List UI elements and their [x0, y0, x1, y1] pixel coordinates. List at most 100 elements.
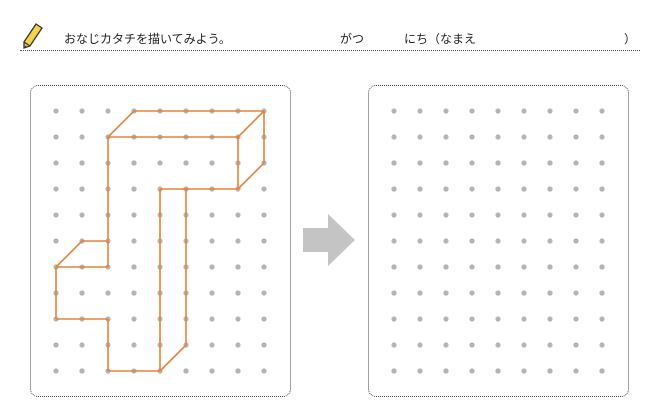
drawing-grid-dot[interactable] [573, 134, 579, 140]
drawing-grid-dot[interactable] [391, 108, 397, 114]
drawing-grid-dot[interactable] [547, 238, 553, 244]
drawing-grid-dot[interactable] [547, 212, 553, 218]
drawing-grid-dot[interactable] [599, 264, 605, 270]
drawing-grid-dot[interactable] [495, 238, 501, 244]
drawing-grid-dot[interactable] [547, 108, 553, 114]
drawing-grid-dot[interactable] [469, 264, 475, 270]
drawing-grid-dot[interactable] [547, 316, 553, 322]
drawing-grid-dot[interactable] [599, 212, 605, 218]
drawing-grid-dot[interactable] [521, 238, 527, 244]
drawing-grid-dot[interactable] [521, 160, 527, 166]
drawing-grid-panel[interactable] [368, 85, 629, 397]
drawing-grid-dot[interactable] [469, 316, 475, 322]
drawing-grid-dot[interactable] [417, 134, 423, 140]
drawing-grid-dot[interactable] [417, 186, 423, 192]
drawing-grid-dot[interactable] [391, 186, 397, 192]
drawing-grid-dot[interactable] [547, 290, 553, 296]
drawing-grid-dot[interactable] [469, 108, 475, 114]
drawing-grid-dot[interactable] [521, 316, 527, 322]
drawing-grid-dot[interactable] [391, 134, 397, 140]
drawing-grid-dot[interactable] [417, 316, 423, 322]
drawing-grid-dot[interactable] [417, 238, 423, 244]
drawing-grid-dot[interactable] [443, 212, 449, 218]
drawing-grid-dot[interactable] [573, 160, 579, 166]
drawing-grid-dot[interactable] [599, 238, 605, 244]
drawing-grid-dot[interactable] [547, 264, 553, 270]
drawing-grid-dot[interactable] [391, 264, 397, 270]
drawing-grid-dot[interactable] [521, 186, 527, 192]
drawing-grid-dot[interactable] [417, 160, 423, 166]
drawing-grid-dot[interactable] [521, 264, 527, 270]
drawing-grid-dot[interactable] [391, 342, 397, 348]
drawing-grid-dot[interactable] [521, 108, 527, 114]
drawing-grid-dot[interactable] [547, 186, 553, 192]
drawing-grid-dot[interactable] [599, 108, 605, 114]
drawing-grid-dot[interactable] [573, 238, 579, 244]
drawing-grid-dot[interactable] [391, 238, 397, 244]
drawing-grid-dot[interactable] [495, 134, 501, 140]
drawing-grid-dot[interactable] [599, 290, 605, 296]
drawing-grid-dot[interactable] [599, 368, 605, 374]
drawing-grid-dot[interactable] [469, 186, 475, 192]
drawing-grid-dot[interactable] [469, 238, 475, 244]
drawing-grid-dot[interactable] [443, 160, 449, 166]
drawing-grid-dot[interactable] [469, 342, 475, 348]
drawing-grid-dot[interactable] [495, 342, 501, 348]
drawing-grid-dot[interactable] [469, 134, 475, 140]
drawing-grid-dot[interactable] [573, 108, 579, 114]
drawing-grid-dot[interactable] [417, 108, 423, 114]
drawing-grid-dot[interactable] [521, 368, 527, 374]
drawing-grid-dot[interactable] [599, 342, 605, 348]
drawing-grid-dot[interactable] [495, 108, 501, 114]
drawing-grid-dot[interactable] [495, 290, 501, 296]
drawing-grid-dot[interactable] [391, 368, 397, 374]
drawing-grid-dot[interactable] [443, 316, 449, 322]
drawing-grid-dot[interactable] [417, 342, 423, 348]
drawing-grid-dot[interactable] [599, 160, 605, 166]
drawing-grid-dot[interactable] [521, 290, 527, 296]
drawing-grid-dot[interactable] [469, 368, 475, 374]
drawing-grid-dot[interactable] [573, 212, 579, 218]
drawing-grid-dot[interactable] [547, 134, 553, 140]
drawing-grid-dot[interactable] [391, 212, 397, 218]
drawing-grid-dot[interactable] [573, 264, 579, 270]
drawing-grid-dot[interactable] [495, 160, 501, 166]
drawing-grid-dot[interactable] [443, 368, 449, 374]
drawing-grid-dot[interactable] [599, 186, 605, 192]
drawing-grid-dot[interactable] [599, 316, 605, 322]
drawing-grid-dot[interactable] [443, 264, 449, 270]
drawing-grid-dot[interactable] [391, 160, 397, 166]
drawing-grid-dot[interactable] [443, 290, 449, 296]
drawing-grid-dot[interactable] [417, 368, 423, 374]
drawing-grid-dot[interactable] [573, 368, 579, 374]
drawing-grid-dot[interactable] [443, 342, 449, 348]
drawing-grid-dot[interactable] [391, 316, 397, 322]
drawing-grid-dot[interactable] [391, 290, 397, 296]
drawing-grid-dot[interactable] [443, 186, 449, 192]
drawing-grid-dot[interactable] [469, 290, 475, 296]
drawing-grid-dot[interactable] [573, 290, 579, 296]
drawing-grid-dot[interactable] [469, 160, 475, 166]
drawing-grid-dot[interactable] [417, 264, 423, 270]
drawing-grid-dot[interactable] [573, 186, 579, 192]
drawing-grid-dot[interactable] [469, 212, 475, 218]
drawing-grid-dot[interactable] [495, 368, 501, 374]
drawing-grid-dot[interactable] [495, 212, 501, 218]
drawing-grid-dot[interactable] [521, 212, 527, 218]
drawing-grid-dot[interactable] [443, 238, 449, 244]
drawing-grid-dot[interactable] [573, 342, 579, 348]
drawing-grid-dot[interactable] [417, 290, 423, 296]
drawing-grid-dot[interactable] [547, 342, 553, 348]
drawing-grid-dot[interactable] [573, 316, 579, 322]
drawing-grid-dot[interactable] [547, 368, 553, 374]
drawing-grid-dot[interactable] [547, 160, 553, 166]
drawing-grid-dot[interactable] [495, 316, 501, 322]
drawing-grid-dot[interactable] [495, 186, 501, 192]
drawing-grid-dot[interactable] [521, 134, 527, 140]
drawing-grid-dot[interactable] [417, 212, 423, 218]
drawing-grid-dot[interactable] [495, 264, 501, 270]
drawing-grid-dot[interactable] [521, 342, 527, 348]
drawing-grid-dot[interactable] [443, 134, 449, 140]
drawing-grid-dot[interactable] [599, 134, 605, 140]
drawing-grid-dot[interactable] [443, 108, 449, 114]
